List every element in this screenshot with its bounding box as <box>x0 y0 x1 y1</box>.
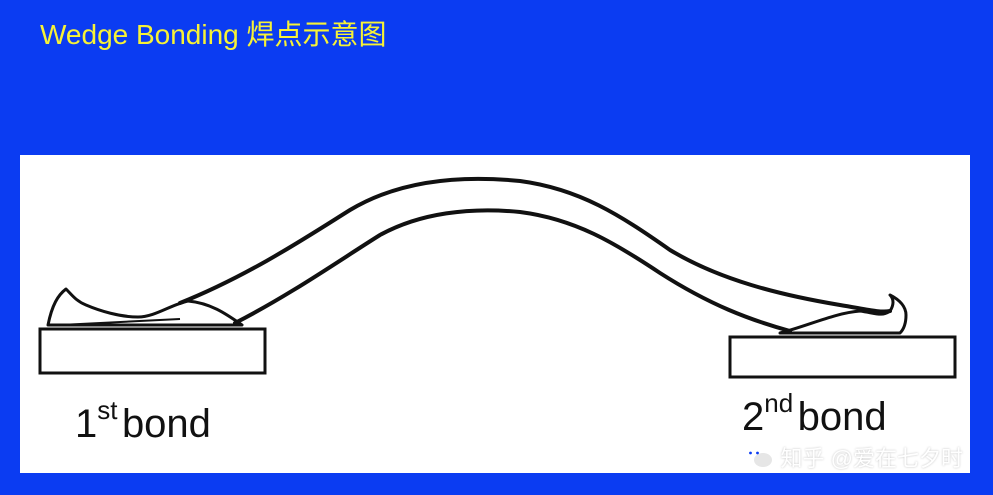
wedge-bond-diagram <box>38 176 957 379</box>
wechat-icon <box>743 447 772 467</box>
second-bond-label: 2nd bond <box>742 388 887 440</box>
second-bond-wedge <box>778 293 908 335</box>
first-bond-wedge <box>46 287 244 327</box>
watermark: 知乎 @爱在七夕时 <box>743 441 963 473</box>
first-bond-flatten-line <box>59 318 181 326</box>
first-bond-superscript: st <box>97 395 118 425</box>
first-bond-label: 1st bond <box>75 395 211 447</box>
diagram-panel: 1st bond 2nd bond <box>20 155 970 473</box>
watermark-text: 知乎 @爱在七夕时 <box>780 446 963 471</box>
first-bond-pad <box>38 327 267 375</box>
second-bond-word: bond <box>797 395 887 439</box>
slide-title: Wedge Bonding 焊点示意图 <box>40 19 387 50</box>
wire-loop-bottom <box>233 208 792 333</box>
second-bond-number: 2 <box>742 395 765 439</box>
first-bond-word: bond <box>121 402 211 446</box>
second-bond-pad <box>728 335 957 379</box>
first-bond-number: 1 <box>75 402 98 446</box>
wire-loop-top <box>178 176 892 314</box>
second-bond-superscript: nd <box>764 388 794 418</box>
